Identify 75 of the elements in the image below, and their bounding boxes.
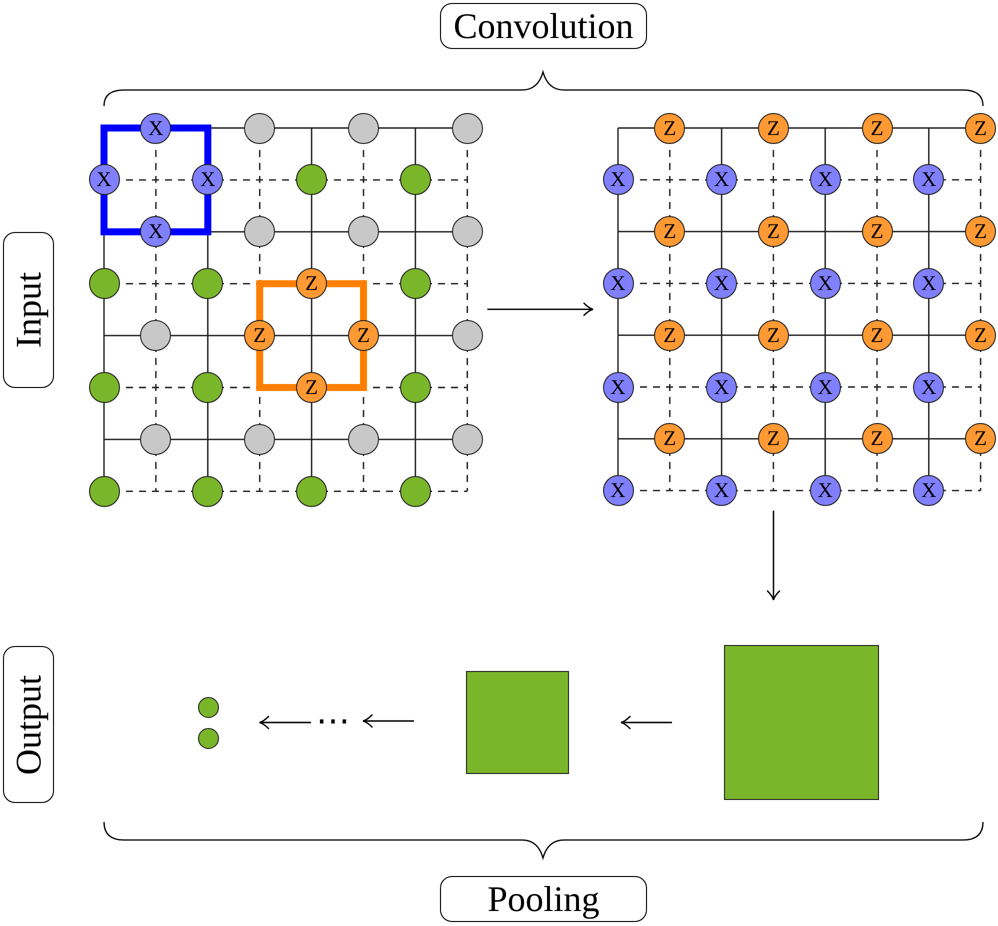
lattice-site — [192, 476, 224, 507]
lattice-site — [192, 372, 224, 403]
lattice-site: Z — [296, 372, 328, 403]
lattice-site: Z — [965, 320, 996, 351]
square-lattice — [601, 111, 998, 508]
lattice-site: X — [706, 268, 738, 299]
lattice-site — [452, 424, 483, 455]
lattice-site: Z — [862, 320, 892, 351]
lattice-site — [452, 216, 483, 248]
lattice-site: X — [706, 372, 738, 402]
lattice-site: X — [913, 164, 944, 196]
lattice-site: Z — [348, 320, 379, 352]
lattice-site: X — [913, 268, 944, 299]
stage-label: Convolution — [440, 3, 647, 49]
lattice-site: Z — [862, 423, 892, 454]
lattice-site: Z — [296, 268, 328, 300]
lattice-site — [244, 216, 276, 248]
stage-label: Pooling — [440, 876, 647, 922]
lattice-site: X — [602, 268, 634, 299]
stage-label: Output — [3, 646, 54, 803]
square-lattice — [87, 111, 484, 508]
lattice-site — [452, 320, 483, 352]
square-block — [466, 671, 569, 774]
lattice-site — [244, 112, 276, 144]
lattice-site — [400, 372, 431, 403]
lattice-site: Z — [758, 112, 789, 144]
lattice-site: Z — [654, 216, 686, 248]
lattice-site: X — [913, 475, 944, 506]
lattice-site — [192, 268, 224, 300]
square-block — [724, 645, 879, 800]
output-dot — [198, 728, 218, 748]
lattice-site: Z — [654, 423, 686, 454]
lattice-site — [400, 164, 431, 196]
lattice-site — [348, 112, 379, 144]
lattice-site: X — [810, 475, 841, 506]
output-dot — [198, 696, 218, 718]
lattice-site: X — [810, 372, 841, 402]
lattice-site: X — [810, 268, 841, 299]
lattice-site: Z — [862, 216, 892, 248]
lattice-site — [88, 372, 120, 403]
lattice-site: X — [140, 112, 172, 144]
lattice-site: X — [706, 164, 738, 196]
lattice-site — [452, 112, 483, 144]
lattice-site — [88, 476, 120, 507]
stage-label: Input — [3, 232, 54, 388]
lattice-site: Z — [965, 423, 996, 454]
lattice-site: Z — [654, 320, 686, 351]
lattice-site: X — [810, 164, 841, 196]
lattice-site: X — [140, 216, 172, 248]
lattice-site — [348, 216, 379, 248]
lattice-site — [296, 476, 328, 507]
lattice-site: X — [192, 164, 224, 196]
lattice-site — [400, 476, 431, 507]
lattice-site: X — [602, 372, 634, 402]
lattice-site: X — [88, 164, 120, 196]
ellipsis: ⋯ — [313, 704, 353, 738]
lattice-site — [140, 424, 172, 455]
lattice-site: X — [706, 475, 738, 506]
lattice-site — [140, 320, 172, 352]
lattice-site: Z — [758, 423, 789, 454]
lattice-site: X — [913, 372, 944, 402]
lattice-site — [296, 164, 328, 196]
lattice-site: Z — [965, 112, 996, 144]
lattice-site — [88, 268, 120, 300]
lattice-site: Z — [758, 320, 789, 351]
lattice-site: Z — [862, 112, 892, 144]
lattice-site: Z — [758, 216, 789, 248]
lattice-site: X — [602, 164, 634, 196]
lattice-site: Z — [965, 216, 996, 248]
lattice-site — [348, 424, 379, 455]
lattice-site — [244, 424, 276, 455]
lattice-site: X — [602, 475, 634, 506]
lattice-site: Z — [244, 320, 276, 352]
lattice-site: Z — [654, 112, 686, 144]
lattice-site — [400, 268, 431, 300]
